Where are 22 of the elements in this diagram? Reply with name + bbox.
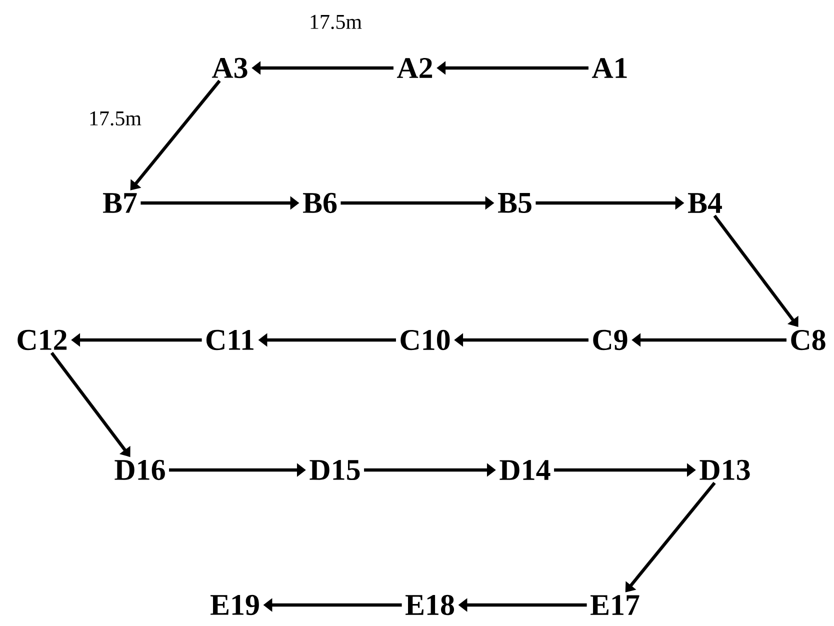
cell-label: E18 [406, 594, 454, 616]
cell-label: D15 [310, 460, 360, 480]
cell-label: B5 [498, 193, 532, 213]
cell-label: D13 [700, 460, 750, 480]
edge-label: 17.5m [90, 111, 142, 126]
cell-label: B4 [688, 193, 722, 213]
cell-label: C10 [400, 330, 450, 350]
cell-label: E19 [210, 594, 259, 616]
cell-label: D14 [500, 460, 550, 480]
cell-label: B7 [103, 193, 137, 213]
cell-label: C8 [791, 330, 826, 350]
cell-label: A3 [212, 58, 248, 78]
cell-label: C11 [206, 330, 254, 350]
cell-label: E17 [590, 595, 640, 615]
cell-label: B6 [303, 192, 337, 214]
edge-label: 17.5m [310, 14, 362, 30]
cell-label: C12 [18, 330, 67, 350]
arrow [130, 80, 221, 190]
cell-label: A2 [396, 58, 432, 78]
cell-label: A1 [592, 58, 627, 78]
cell-label: D16 [114, 460, 165, 480]
cell-label: C9 [593, 330, 628, 350]
